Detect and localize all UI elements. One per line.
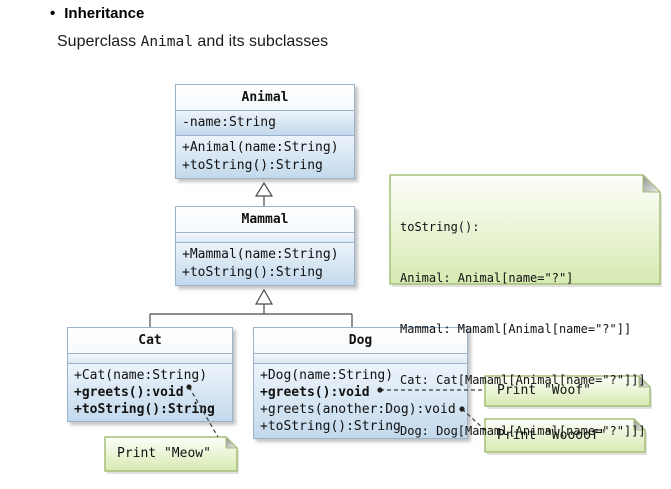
method: +toString():String <box>182 265 323 280</box>
class-cat-title: Cat <box>68 328 232 354</box>
method: +Mammal(name:String) <box>182 247 339 262</box>
class-cat-attributes <box>68 354 232 364</box>
class-dog-methods: +Dog(name:String) +greets():void +greets… <box>254 364 467 438</box>
subtitle-suffix: and its subclasses <box>192 33 329 50</box>
heading-label: Inheritance <box>64 5 145 22</box>
class-mammal-attributes <box>176 233 354 243</box>
class-mammal-methods: +Mammal(name:String) +toString():String <box>176 243 354 285</box>
subtitle-prefix: Superclass <box>57 33 141 50</box>
class-mammal: Mammal +Mammal(name:String) +toString():… <box>175 206 355 286</box>
bullet-icon: • <box>50 5 56 22</box>
class-dog: Dog +Dog(name:String) +greets():void +gr… <box>253 327 468 439</box>
note-line: Mammal: Mamaml[Animal[name="?"]] <box>400 322 632 336</box>
method: +toString():String <box>182 158 323 173</box>
class-dog-title: Dog <box>254 328 467 354</box>
note-line: toString(): <box>400 220 480 234</box>
class-cat: Cat +Cat(name:String) +greets():void +to… <box>67 327 233 422</box>
generalization-cat-dog-mammal <box>149 288 353 327</box>
subtitle-code: Animal <box>140 34 193 50</box>
inheritance-triangle-icon <box>254 181 274 197</box>
method: +toString():String <box>74 402 215 417</box>
class-animal: Animal -name:String +Animal(name:String)… <box>175 84 355 179</box>
inheritance-triangle-icon <box>254 288 274 305</box>
class-animal-title: Animal <box>176 85 354 111</box>
note-woof: Print "Woof" <box>497 383 591 398</box>
heading: • Inheritance <box>50 5 144 22</box>
subtitle: Superclass Animal and its subclasses <box>57 33 328 51</box>
note-woooof: Print "Woooof" <box>497 428 607 443</box>
method: +Cat(name:String) <box>74 368 208 383</box>
note-line: Animal: Animal[name="?"] <box>400 271 574 285</box>
class-cat-methods: +Cat(name:String) +greets():void +toStri… <box>68 364 232 421</box>
class-animal-attributes: -name:String <box>176 111 354 136</box>
class-dog-attributes <box>254 354 467 364</box>
method: +Dog(name:String) <box>260 368 394 383</box>
note-fold-corner <box>225 435 239 449</box>
note-meow: Print "Meow" <box>117 446 211 461</box>
generalization-mammal-animal <box>254 181 274 206</box>
attribute: -name:String <box>182 115 276 130</box>
note-line: Dog: Dog[Mamaml[Animal[name="?"]]] <box>400 424 646 438</box>
method: +greets(another:Dog):void <box>260 402 456 417</box>
note-line: Cat: Cat[Mamaml[Animal[name="?"]]] <box>400 373 646 387</box>
class-mammal-title: Mammal <box>176 207 354 233</box>
method: +toString():String <box>260 419 401 434</box>
method: +Animal(name:String) <box>182 140 339 155</box>
method: +greets():void <box>260 385 370 400</box>
note-tostring: toString(): Animal: Animal[name="?"] Mam… <box>400 185 646 474</box>
method: +greets():void <box>74 385 184 400</box>
class-animal-methods: +Animal(name:String) +toString():String <box>176 136 354 178</box>
